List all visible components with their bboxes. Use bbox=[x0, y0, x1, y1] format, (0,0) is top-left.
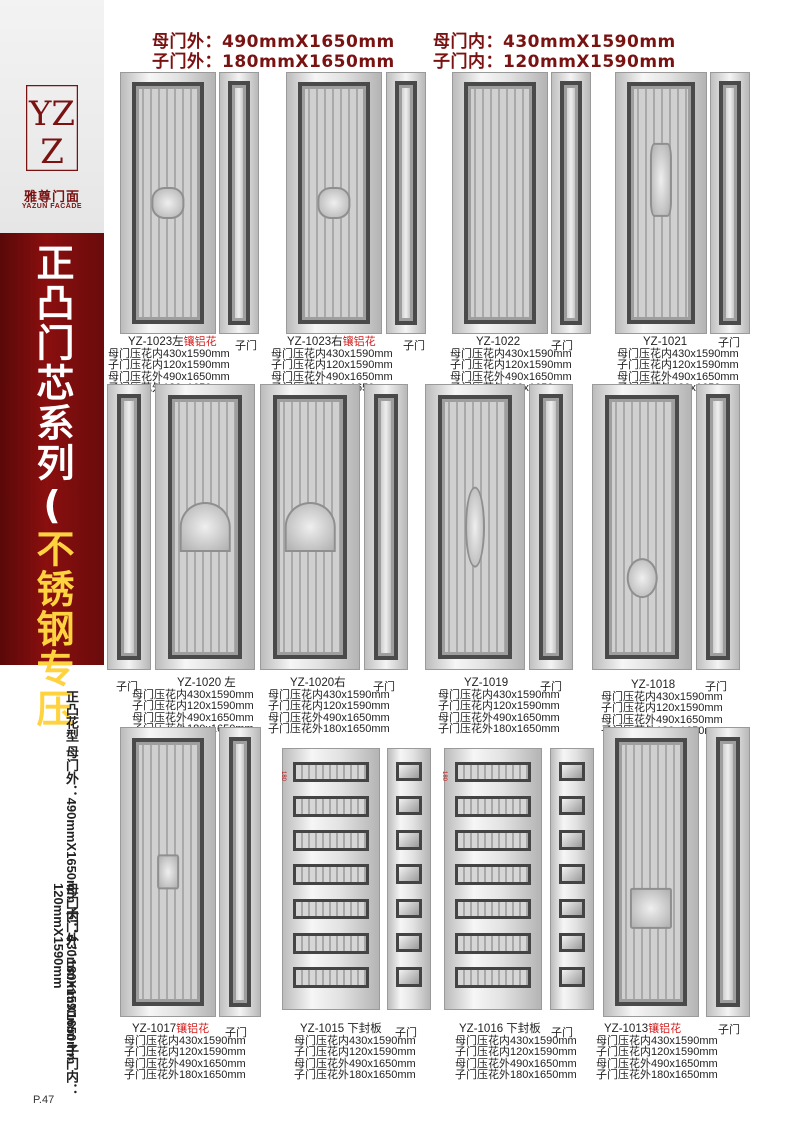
sub-door-label: 子门 bbox=[395, 1027, 417, 1039]
sub-door-panel bbox=[364, 384, 408, 670]
door-panel-1013 bbox=[603, 727, 699, 1017]
door-panel-1020-right bbox=[260, 384, 360, 670]
product-tag: 镶铝花 bbox=[648, 1023, 682, 1035]
product-code: YZ-1020 左 bbox=[177, 677, 236, 689]
brand-name-en: YAZUN FACADE bbox=[21, 203, 83, 210]
product-tag: 镶铝花 bbox=[176, 1023, 210, 1035]
door-panel-1018 bbox=[592, 384, 692, 670]
door-panel-1022 bbox=[452, 72, 548, 334]
side-spec-outer: 正凸花型 母门外：490mmX1650mm 子门外：180mmX1650mm bbox=[64, 690, 79, 1065]
product-tag: 镶铝花 bbox=[183, 336, 217, 348]
product-code: YZ-1017 bbox=[132, 1023, 177, 1035]
dimension-mark: 180 bbox=[280, 771, 286, 782]
sub-door-label: 子门 bbox=[705, 681, 727, 693]
door-panel-1016 bbox=[444, 748, 542, 1010]
sub-door-label: 子门 bbox=[718, 1024, 740, 1036]
product-code: YZ-1023左 bbox=[128, 336, 184, 348]
sub-door-panel bbox=[710, 72, 750, 334]
sub-door-panel bbox=[219, 72, 259, 334]
dimension-mark: 180 bbox=[441, 771, 447, 782]
svg-text:Z: Z bbox=[40, 132, 64, 171]
side-spec-inner: 母门内：430mmX1590mm 子门内：120mmX1590mm bbox=[51, 883, 79, 1097]
yz-logo-icon: YZ Z bbox=[26, 85, 78, 171]
product-tag: 镶铝花 bbox=[342, 336, 376, 348]
brand-name-cn: 雅尊门面 bbox=[23, 190, 80, 205]
sub-door-panel bbox=[550, 748, 594, 1010]
series-title: 正凸门芯系列(不锈钢专压) bbox=[30, 243, 74, 775]
sub-door-label: 子门 bbox=[235, 340, 257, 352]
svg-text:YZ: YZ bbox=[28, 94, 75, 134]
sub-door-panel bbox=[706, 727, 750, 1017]
door-panel-1023-right bbox=[286, 72, 382, 334]
sub-door-label: 子门 bbox=[551, 1027, 573, 1039]
header-mother-inner: 母门内：430mmX1590mm bbox=[433, 32, 676, 52]
product-code: YZ-1019 bbox=[464, 677, 509, 689]
door-panel-1023-left bbox=[120, 72, 216, 334]
header-child-outer: 子门外：180mmX1650mm bbox=[152, 52, 395, 72]
door-panel-1020-left bbox=[155, 384, 255, 670]
product-code: YZ-1018 bbox=[631, 679, 676, 691]
sub-door-label: 子门 bbox=[116, 681, 138, 693]
sub-door-label: 子门 bbox=[373, 681, 395, 693]
sub-door-label: 子门 bbox=[225, 1027, 247, 1039]
sub-door-label: 子门 bbox=[403, 340, 425, 352]
product-code: YZ-1020右 bbox=[290, 677, 346, 689]
product-code: YZ-1015 下封板 bbox=[300, 1023, 382, 1035]
sub-door-panel bbox=[386, 72, 426, 334]
product-code: YZ-1021 bbox=[643, 336, 688, 348]
header-mother-outer: 母门外：490mmX1650mm bbox=[152, 32, 395, 52]
header-child-inner: 子门内：120mmX1590mm bbox=[433, 52, 676, 72]
product-code: YZ-1022 bbox=[476, 336, 521, 348]
sub-door-label: 子门 bbox=[540, 681, 562, 693]
sub-door-panel bbox=[529, 384, 573, 670]
sub-door-panel bbox=[219, 727, 261, 1017]
sub-door-panel bbox=[696, 384, 740, 670]
door-panel-1015 bbox=[282, 748, 380, 1010]
door-panel-1021 bbox=[615, 72, 707, 334]
door-panel-1019 bbox=[425, 384, 525, 670]
sub-door-label: 子门 bbox=[718, 337, 740, 349]
series-band bbox=[0, 233, 104, 665]
sub-door-panel bbox=[551, 72, 591, 334]
product-code: YZ-1013 bbox=[604, 1023, 649, 1035]
sub-door-label: 子门 bbox=[551, 340, 573, 352]
door-panel-1017 bbox=[120, 727, 216, 1017]
product-code: YZ-1016 下封板 bbox=[459, 1023, 541, 1035]
product-code: YZ-1023右 bbox=[287, 336, 343, 348]
sub-door-panel bbox=[387, 748, 431, 1010]
sub-door-panel bbox=[107, 384, 151, 670]
brand-panel: YZ Z 雅尊门面 YAZUN FACADE bbox=[0, 0, 104, 233]
page-number: P.47 bbox=[33, 1094, 55, 1106]
